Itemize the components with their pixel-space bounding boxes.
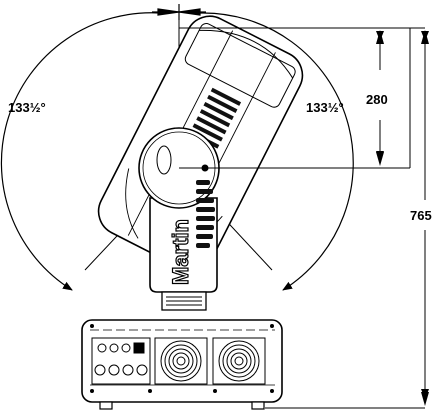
connector-panel: [94, 342, 148, 376]
brand-logo: Martin: [168, 219, 193, 285]
tilt-left-label: 133½°: [8, 100, 46, 115]
fixture-base: [81, 319, 283, 410]
dimension-765-label: 765: [410, 208, 432, 223]
base-screws: [90, 324, 274, 393]
arm-vent-slots: [196, 180, 215, 248]
yoke-base-slots: [166, 296, 202, 306]
fan-left: [154, 337, 208, 385]
pan-center-arrows: [152, 4, 206, 20]
tilt-right-label: 133½°: [306, 100, 344, 115]
yoke-arm: Martin: [149, 197, 218, 311]
dimension-arrowheads: [376, 30, 429, 406]
fan-right: [212, 337, 266, 385]
dimension-lines: [179, 27, 429, 409]
dimension-280-label: 280: [366, 92, 388, 107]
base-feet: [99, 401, 265, 410]
tilt-arc-right: [199, 12, 354, 291]
tilt-arc-left: [0, 12, 161, 291]
